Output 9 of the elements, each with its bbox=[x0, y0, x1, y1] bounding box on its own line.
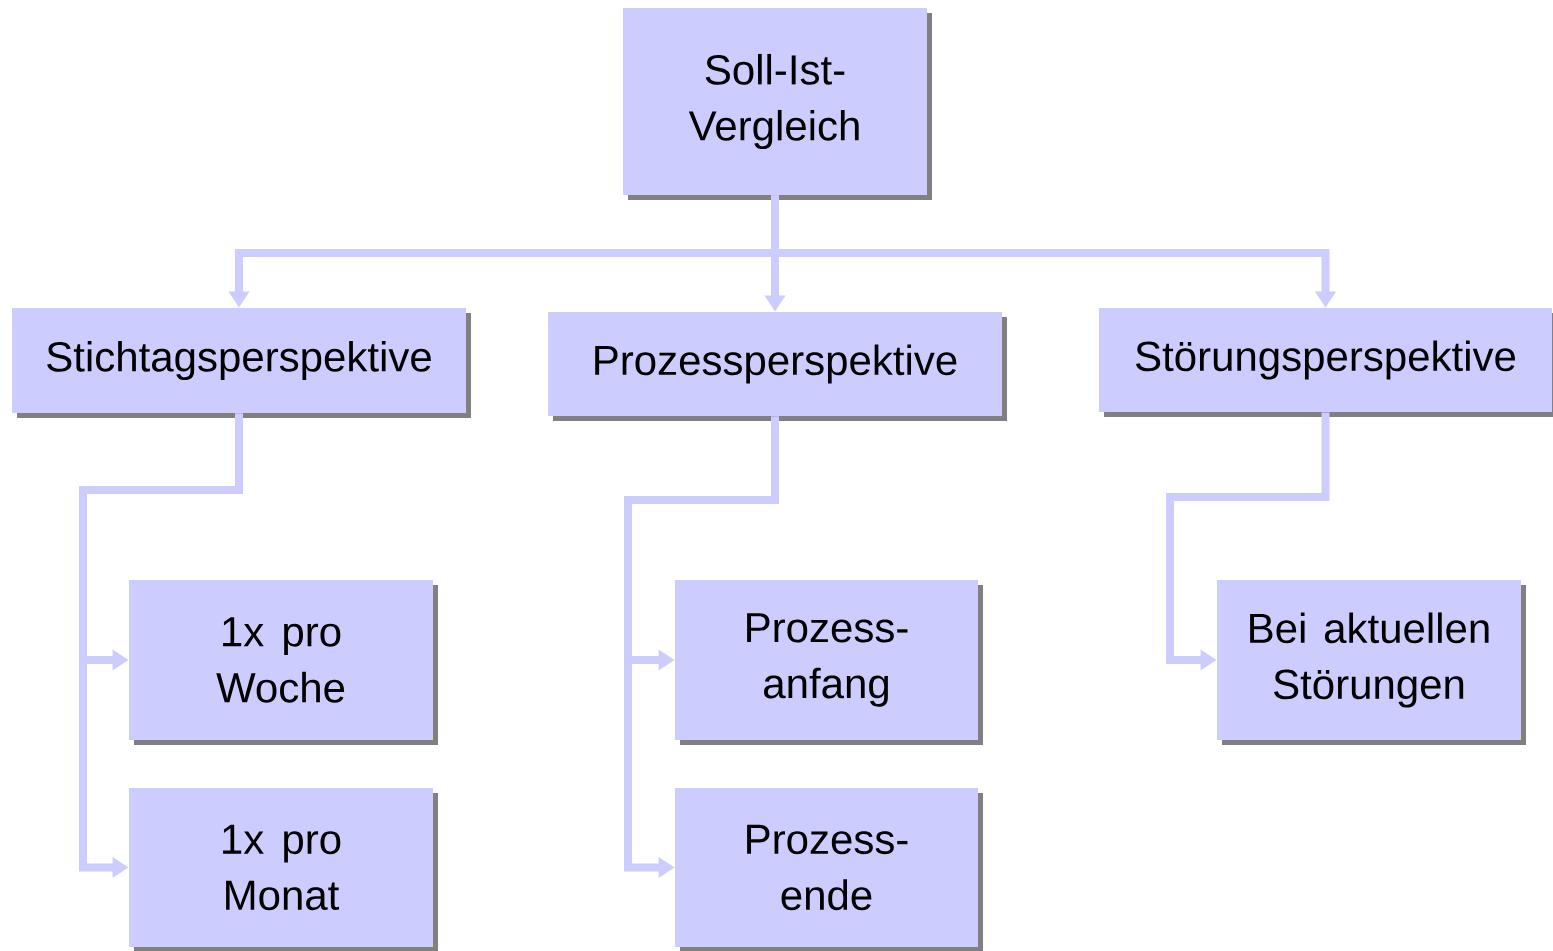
process-box: 1x pro Woche bbox=[129, 580, 438, 745]
process-box: Prozess-ende bbox=[675, 788, 983, 951]
process-box: Stichtagsperspektive bbox=[12, 308, 471, 418]
process-box: Soll-Ist-Vergleich bbox=[623, 8, 932, 200]
process-box: 1x pro Monat bbox=[129, 788, 438, 951]
process-box: Bei aktuellen Störungen bbox=[1217, 580, 1526, 745]
process-box: Prozess-anfang bbox=[675, 580, 983, 745]
process-box: Störungsperspektive bbox=[1099, 308, 1553, 417]
process-box: Prozessperspektive bbox=[548, 312, 1007, 421]
